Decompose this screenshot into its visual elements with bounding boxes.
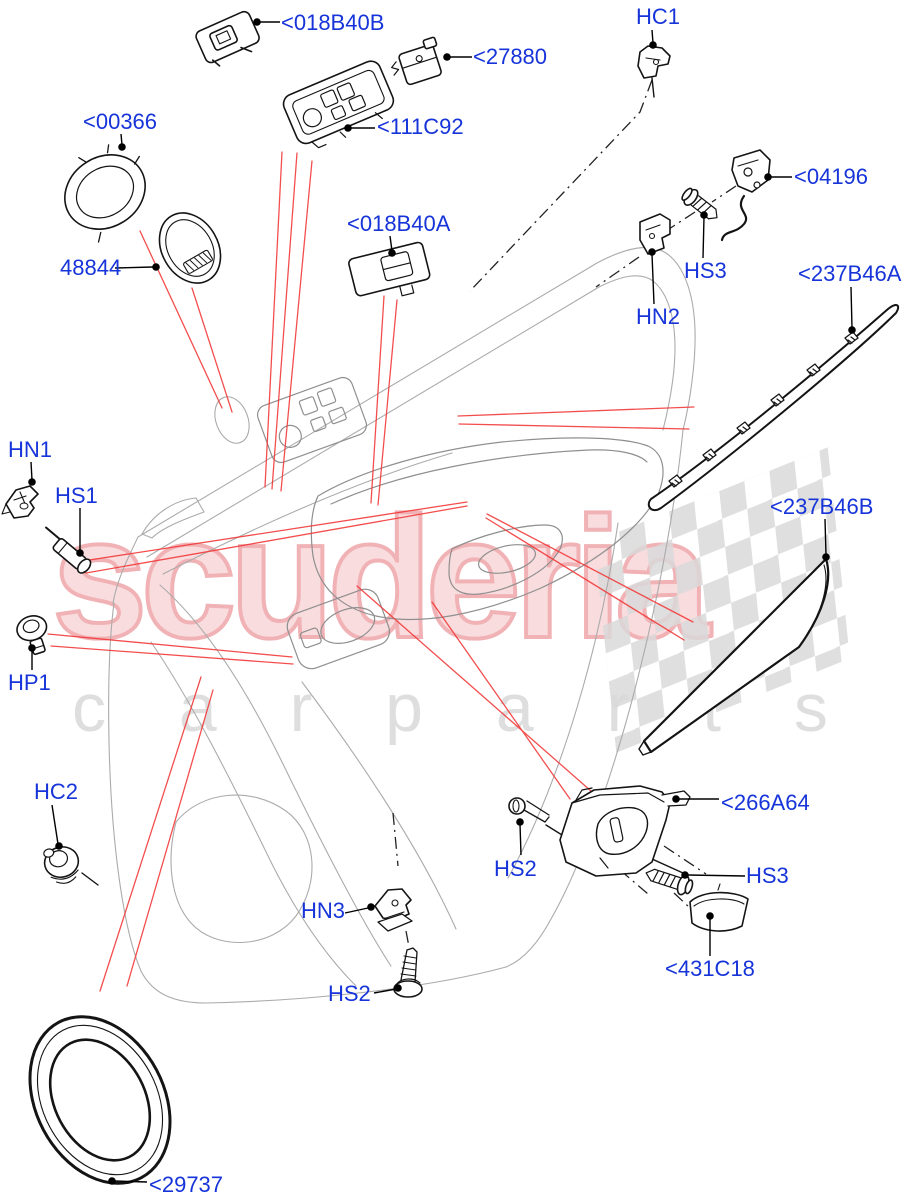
part-label-27880[interactable]: <27880 <box>473 44 548 69</box>
part-label-111C92[interactable]: <111C92 <box>377 114 464 139</box>
part-label-HS2-bottom[interactable]: HS2 <box>328 981 371 1006</box>
part-label-018B40A[interactable]: <018B40A <box>347 211 451 236</box>
door-panel-drawing <box>108 247 696 1004</box>
part-HS3-screw-bottom <box>645 868 694 896</box>
part-label-HS3-top[interactable]: HS3 <box>684 258 727 283</box>
assembly-solid-lines <box>81 77 684 886</box>
part-label-266A64[interactable]: <266A64 <box>721 790 810 815</box>
part-label-HP1[interactable]: HP1 <box>8 670 51 695</box>
part-label-237B46A[interactable]: <237B46A <box>798 261 902 286</box>
part-HS1-pin <box>44 526 92 574</box>
part-label-29737[interactable]: <29737 <box>149 1172 224 1197</box>
part-label-HS1[interactable]: HS1 <box>55 483 98 508</box>
part-label-48844[interactable]: 48844 <box>60 255 122 280</box>
part-018B40A-switch-bezel <box>348 241 431 297</box>
part-00366-retaining-ring <box>64 144 146 243</box>
part-266A64-door-handle-bezel <box>559 785 691 877</box>
part-27880-clip <box>391 36 442 86</box>
leader-lines <box>30 21 853 1183</box>
part-HN1-bracket <box>1 485 39 519</box>
leader-dots <box>28 18 856 1185</box>
part-label-018B40B[interactable]: <018B40B <box>281 10 385 35</box>
part-HS3-screw-top <box>681 187 718 220</box>
part-label-HS2-mid[interactable]: HS2 <box>494 856 537 881</box>
red-locator-lines <box>47 151 695 992</box>
part-48844-speaker-cover <box>158 212 222 284</box>
door-panel-armrest-drawing <box>256 376 664 670</box>
part-HN2-clip <box>639 213 671 255</box>
part-label-431C18[interactable]: <431C18 <box>665 956 755 981</box>
part-HS2-screw-mid <box>508 797 550 823</box>
part-label-04196[interactable]: <04196 <box>794 164 869 189</box>
part-label-HS3-bottom[interactable]: HS3 <box>746 863 789 888</box>
part-label-HC1[interactable]: HC1 <box>636 4 681 29</box>
part-HN3-clip <box>374 888 413 932</box>
part-HC1-clip <box>637 45 671 79</box>
part-label-HN1[interactable]: HN1 <box>8 437 53 462</box>
part-04196-bracket-with-wire <box>720 149 771 242</box>
part-018B40B-switch-blank <box>195 10 260 67</box>
part-label-HN2[interactable]: HN2 <box>636 304 681 329</box>
part-label-00366[interactable]: <00366 <box>83 109 158 134</box>
part-label-HN3[interactable]: HN3 <box>301 898 346 923</box>
part-111C92-window-switch-pack <box>282 60 395 149</box>
part-HC2-grommet <box>43 846 80 884</box>
part-HP1-grommet <box>16 615 48 656</box>
part-237B46B-trim-insert <box>638 557 830 756</box>
part-29737-speaker-ring <box>28 1015 172 1185</box>
part-237B46A-waist-trim <box>647 304 900 512</box>
part-label-HC2[interactable]: HC2 <box>34 779 79 804</box>
part-431C18-finisher-cap <box>689 883 749 932</box>
part-label-237B46B[interactable]: <237B46B <box>770 494 874 519</box>
